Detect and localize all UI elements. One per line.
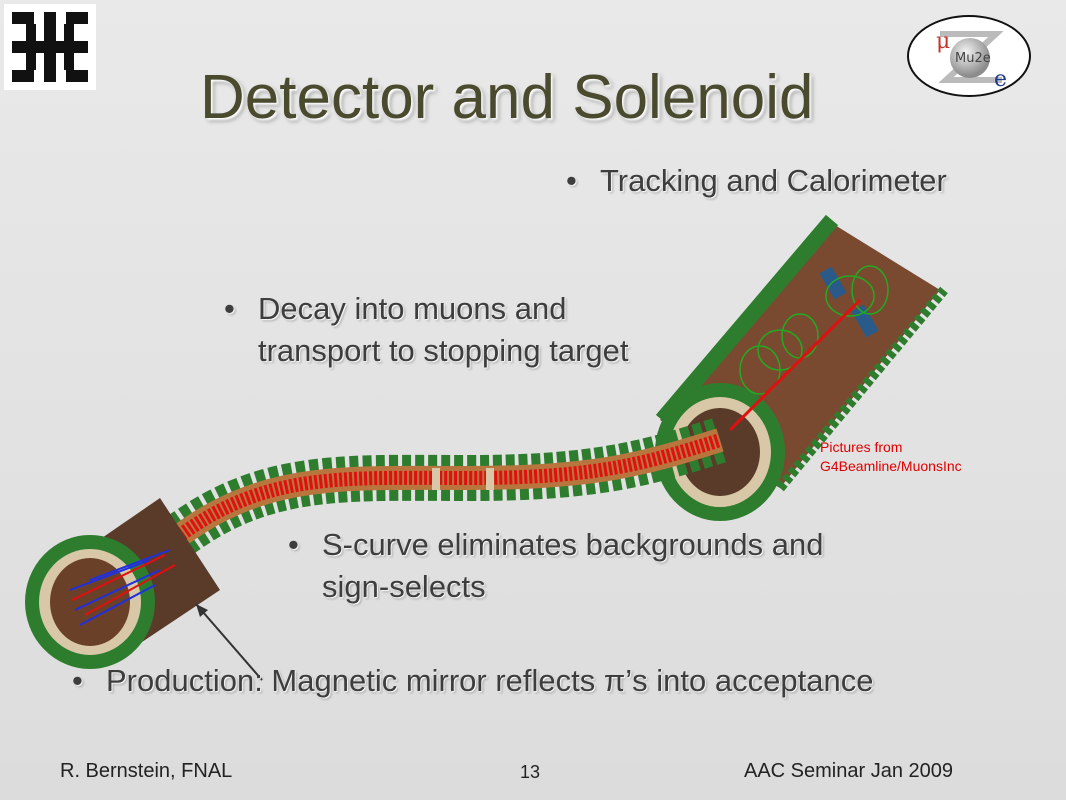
mu2e-logo: μ Mu2e e (906, 14, 1032, 98)
credit-line-2: G4Beamline/MuonsInc (820, 458, 962, 474)
bullet-scurve: • S-curve eliminates backgrounds and sig… (288, 524, 842, 608)
e-letter: e (994, 67, 1007, 92)
bullet-tracking: • Tracking and Calorimeter (566, 160, 947, 202)
page-number: 13 (520, 762, 541, 782)
bullet-dot: • (288, 527, 299, 562)
bullet-dot: • (566, 163, 577, 198)
mu2e-text: Mu2e (955, 51, 991, 66)
bullet-tracking-text: Tracking and Calorimeter (600, 163, 947, 198)
bullet-decay-text: Decay into muons and transport to stoppi… (258, 291, 629, 368)
image-credit: Pictures from G4Beamline/MuonsInc (820, 438, 962, 476)
bullet-production-text: Production: Magnetic mirror reflects π’s… (106, 663, 874, 698)
production-solenoid (25, 498, 220, 669)
bullet-decay: • Decay into muons and transport to stop… (224, 288, 638, 372)
bullet-dot: • (224, 291, 235, 326)
credit-line-1: Pictures from (820, 439, 903, 455)
slide-title: Detector and Solenoid (200, 63, 814, 132)
bullet-production: • Production: Magnetic mirror reflects π… (72, 660, 986, 702)
fermilab-logo (4, 4, 96, 90)
bullet-dot: • (72, 663, 83, 698)
transport-solenoid (134, 418, 727, 578)
footer-author: R. Bernstein, FNAL (60, 760, 233, 782)
pointer-arrow (195, 603, 263, 681)
footer-event: AAC Seminar Jan 2009 (744, 760, 954, 782)
mu-letter: μ (936, 29, 950, 54)
bullet-scurve-text: S-curve eliminates backgrounds and sign-… (322, 527, 824, 604)
